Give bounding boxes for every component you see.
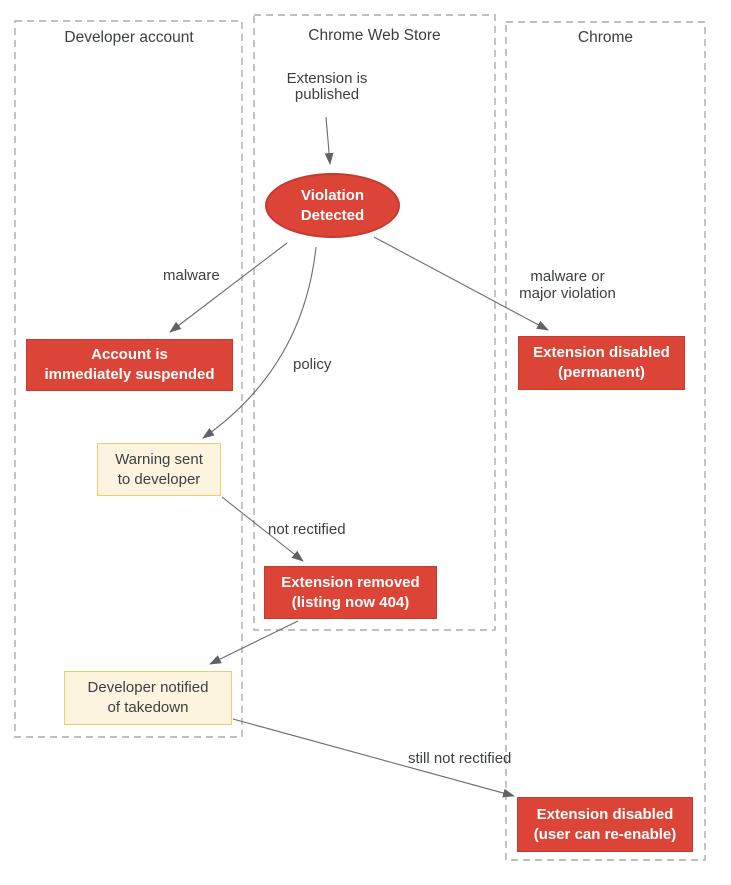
node-violation-detected: Violation Detected bbox=[265, 173, 400, 238]
node-extension-disabled-reenable: Extension disabled (user can re-enable) bbox=[517, 797, 693, 852]
lane-title-chrome-web-store: Chrome Web Store bbox=[308, 27, 441, 44]
extension-removed-line2: (listing now 404) bbox=[291, 593, 410, 611]
extension-published-line1: Extension is bbox=[286, 70, 368, 87]
warning-sent-line1: Warning sent bbox=[115, 450, 203, 468]
arrow-notified-to-disabled-reenable bbox=[232, 718, 515, 798]
edge-label-still-not-rectified: still not rectified bbox=[408, 750, 512, 767]
arrow-violation-to-disabled-permanent bbox=[373, 236, 549, 331]
extension-removed-line1: Extension removed bbox=[281, 573, 420, 591]
arrow-published-to-violation bbox=[324, 116, 334, 165]
lane-title-chrome: Chrome bbox=[577, 29, 634, 46]
arrow-removed-to-developer-notified bbox=[209, 620, 299, 665]
extension-disabled-permanent-line1: Extension disabled bbox=[533, 344, 670, 361]
lane-developer-account-outline bbox=[14, 20, 243, 738]
edge-label-policy: policy bbox=[293, 356, 332, 373]
arrow-warning-to-extension-removed bbox=[221, 496, 304, 562]
arrow-violation-to-account-suspended bbox=[169, 242, 288, 333]
developer-notified-line1: Developer notified bbox=[87, 679, 209, 696]
extension-disabled-reenable-line2: (user can re-enable) bbox=[533, 825, 677, 843]
extension-published-line2: published bbox=[294, 86, 360, 103]
developer-notified-line2: of takedown bbox=[107, 699, 189, 716]
lane-chrome-outline bbox=[505, 21, 706, 861]
extension-disabled-permanent-line2: (permanent) bbox=[558, 364, 645, 381]
extension-disabled-reenable-line1: Extension disabled bbox=[536, 805, 674, 823]
node-extension-removed: Extension removed (listing now 404) bbox=[264, 566, 437, 619]
node-developer-notified: Developer notified of takedown bbox=[64, 671, 232, 725]
edge-label-malware-or-major-violation: malware or major violation bbox=[505, 268, 630, 302]
warning-sent-line2: to developer bbox=[117, 470, 201, 488]
node-warning-sent: Warning sent to developer bbox=[97, 443, 221, 496]
edge-label-not-rectified: not rectified bbox=[268, 521, 346, 538]
account-suspended-line1: Account is bbox=[91, 346, 168, 363]
arrow-violation-to-warning-sent bbox=[202, 246, 317, 439]
node-extension-disabled-permanent: Extension disabled (permanent) bbox=[518, 336, 685, 390]
violation-detected-line1: Violation bbox=[300, 186, 365, 204]
account-suspended-line2: immediately suspended bbox=[44, 366, 215, 383]
edge-label-malware-or-line1: malware or bbox=[530, 268, 605, 285]
violation-detected-line2: Detected bbox=[300, 206, 365, 224]
lane-chrome-web-store-outline bbox=[253, 14, 496, 631]
lane-title-developer-account: Developer account bbox=[64, 29, 194, 46]
node-account-suspended: Account is immediately suspended bbox=[26, 339, 233, 391]
edge-label-malware-or-line2: major violation bbox=[519, 285, 616, 302]
edge-label-malware: malware bbox=[163, 267, 220, 284]
node-extension-published: Extension is published bbox=[262, 71, 392, 103]
